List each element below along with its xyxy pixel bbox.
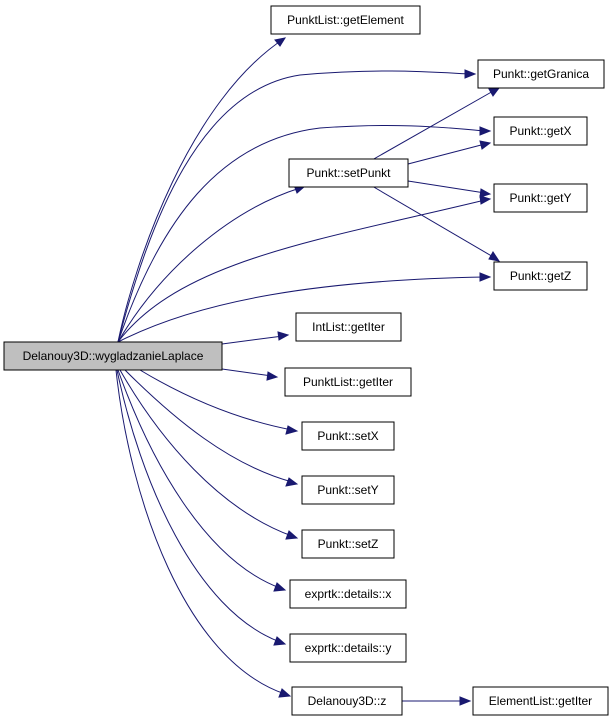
edge-arrow: [285, 425, 299, 435]
node-label: Punkt::setZ: [318, 537, 379, 551]
edge-arrow: [488, 87, 501, 97]
edge-root-p-getz: [117, 276, 486, 343]
edge-root-ex-y: [116, 369, 281, 643]
edge-root-p-setx: [139, 369, 293, 431]
node-label: Punkt::getZ: [510, 269, 571, 283]
edge-arrow: [464, 69, 477, 79]
edge-arrow: [479, 195, 492, 205]
edge-arrow: [479, 272, 492, 282]
edge-arrow: [479, 140, 492, 150]
node-label: exprtk::details::y: [305, 641, 392, 655]
node-p-sety[interactable]: Punkt::setY: [301, 475, 395, 505]
edge-arrow: [277, 331, 290, 341]
node-label: Punkt::getY: [509, 191, 571, 205]
edge-arrow: [274, 37, 287, 47]
node-p-getz[interactable]: Punkt::getZ: [493, 261, 588, 291]
node-label: Delanouy3D::wygladzanieLaplace: [23, 349, 204, 363]
edge-arrow: [273, 582, 287, 592]
node-label: PunktList::getElement: [287, 13, 404, 27]
edge-arrow: [459, 696, 472, 706]
edge-arrow: [278, 688, 292, 698]
node-root[interactable]: Delanouy3D::wygladzanieLaplace: [3, 341, 223, 371]
nodes: Delanouy3D::wygladzanieLaplace PunktList…: [3, 5, 609, 716]
edge-root-pl-getelement: [117, 37, 286, 343]
edge-arrow: [479, 188, 492, 198]
node-label: PunktList::getIter: [303, 375, 393, 389]
edge-root-p-gety: [117, 199, 486, 343]
edge-arrow: [285, 530, 299, 540]
edge-root-il-getiter: [221, 335, 284, 345]
node-p-setpunkt[interactable]: Punkt::setPunkt: [288, 158, 409, 188]
edge-arrow: [285, 477, 299, 487]
node-label: Punkt::setY: [317, 483, 378, 497]
node-label: ElementList::getIter: [489, 694, 592, 708]
edge-root-p-getx: [117, 124, 486, 343]
node-pl-getelement[interactable]: PunktList::getElement: [270, 5, 421, 35]
node-label: Delanouy3D::z: [308, 694, 387, 708]
node-label: Punkt::setX: [317, 429, 378, 443]
node-label: Punkt::getX: [509, 124, 571, 138]
edge-arrow: [479, 126, 492, 136]
edge-root-p-getgranica: [117, 70, 471, 343]
node-p-gety[interactable]: Punkt::getY: [493, 183, 588, 213]
node-label: IntList::getIter: [312, 320, 385, 334]
node-label: Punkt::getGranica: [493, 67, 589, 81]
edge-setpunkt-p-getgranica: [371, 89, 496, 161]
edge-arrow: [273, 636, 287, 646]
node-d3-z[interactable]: Delanouy3D::z: [291, 686, 403, 716]
node-p-getx[interactable]: Punkt::getX: [493, 116, 588, 146]
node-el-getiter[interactable]: ElementList::getIter: [472, 686, 609, 716]
node-pl-getiter[interactable]: PunktList::getIter: [284, 367, 412, 397]
node-p-getgranica[interactable]: Punkt::getGranica: [477, 59, 605, 89]
edge-setpunkt-p-getz: [371, 185, 496, 259]
edge-root-p-setz: [119, 369, 293, 537]
edge-arrow: [488, 251, 501, 262]
edge-root-p-setpunkt: [117, 187, 301, 343]
node-ex-x[interactable]: exprtk::details::x: [289, 579, 407, 609]
edge-root-pl-getiter: [221, 368, 273, 377]
node-label: Punkt::setPunkt: [306, 166, 391, 180]
edge-setpunkt-p-gety: [407, 180, 486, 194]
node-label: exprtk::details::x: [305, 587, 392, 601]
edge-root-d3-z: [115, 369, 286, 695]
edge-root-ex-x: [117, 369, 281, 589]
edges: [115, 37, 501, 706]
node-il-getiter[interactable]: IntList::getIter: [295, 312, 402, 342]
edge-setpunkt-p-getx: [407, 143, 486, 165]
edge-arrow: [266, 371, 279, 381]
node-p-setx[interactable]: Punkt::setX: [301, 421, 395, 451]
node-p-setz[interactable]: Punkt::setZ: [301, 529, 395, 559]
edge-root-p-sety: [124, 369, 293, 483]
node-ex-y[interactable]: exprtk::details::y: [289, 633, 407, 663]
